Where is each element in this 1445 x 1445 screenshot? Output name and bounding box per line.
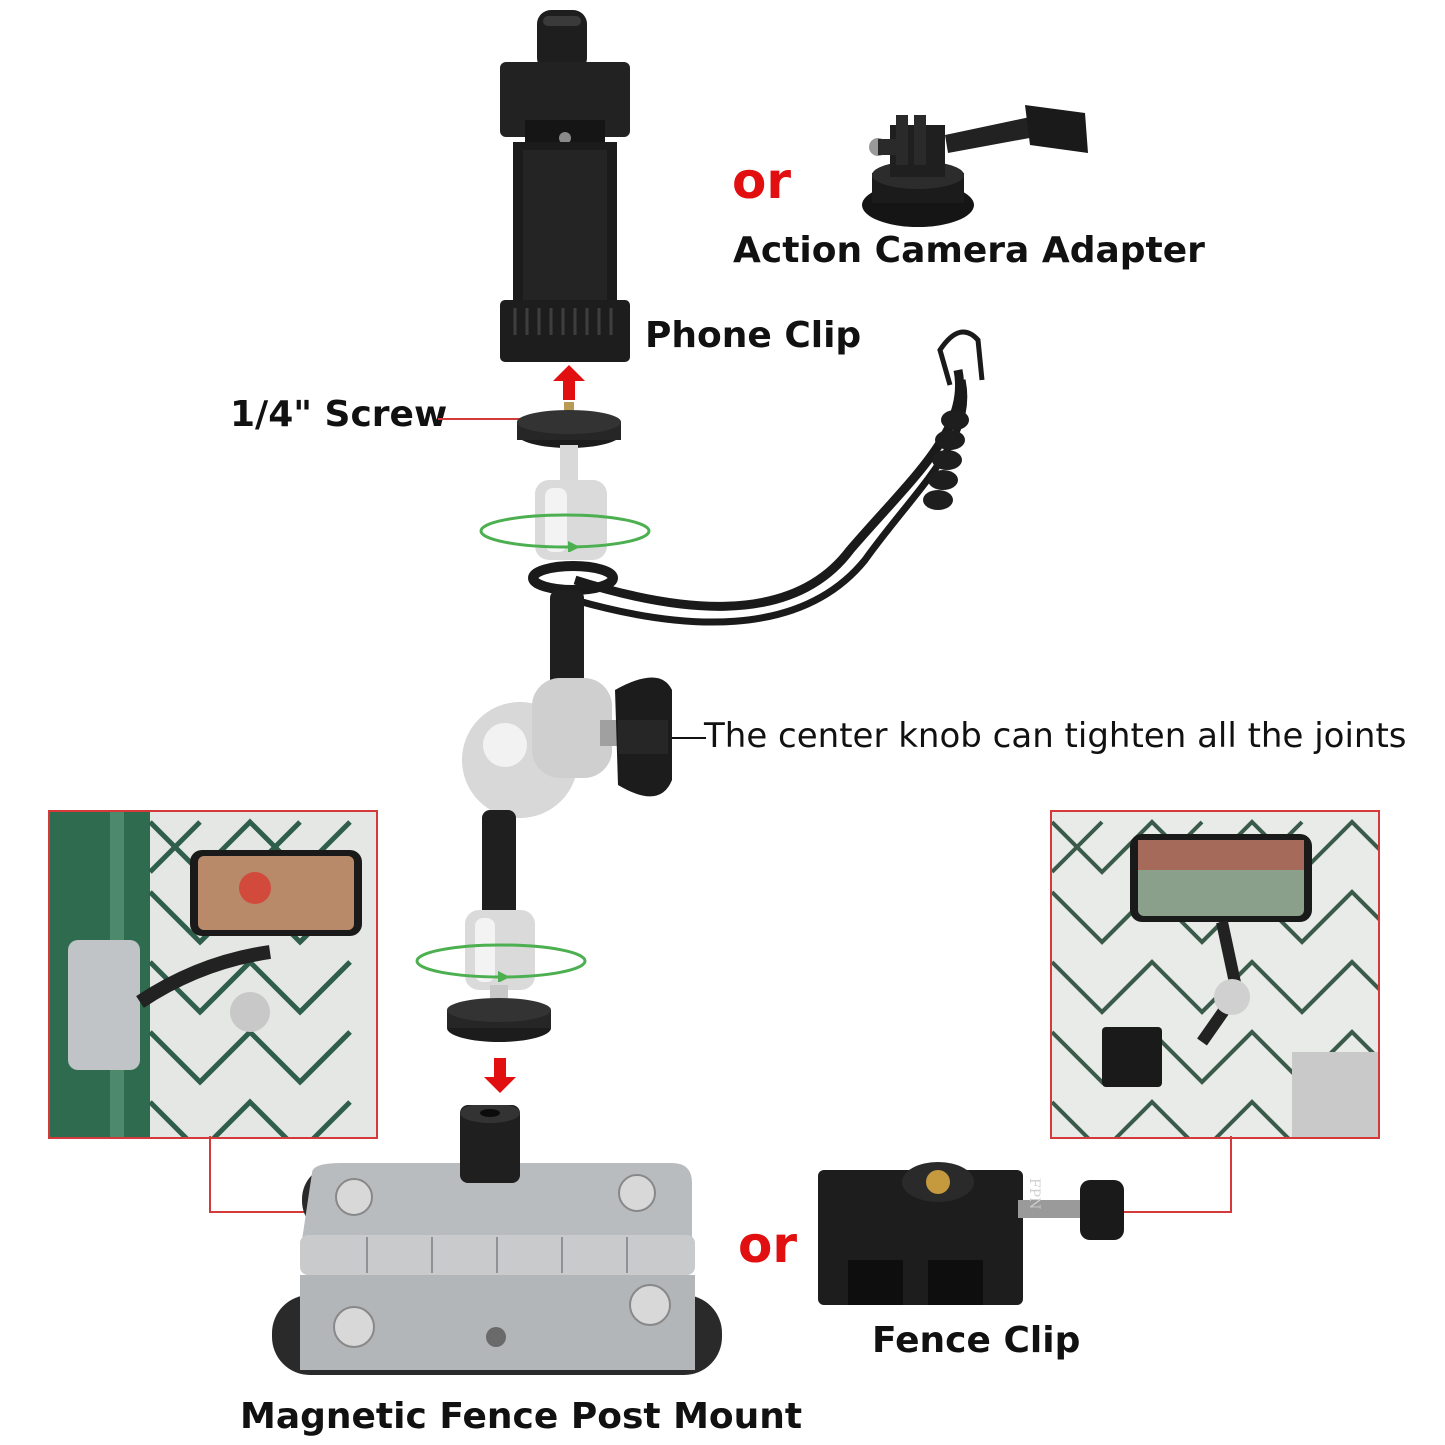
magnetic-mount-image xyxy=(272,1105,722,1385)
left-photo-leader xyxy=(209,1211,334,1213)
fence-clip-label: Fence Clip xyxy=(872,1320,1081,1361)
arrow-down-icon xyxy=(484,1058,516,1093)
or-label-bottom: or xyxy=(738,1216,798,1274)
phone-clip-image xyxy=(495,10,635,365)
screw-leader-line xyxy=(438,418,564,420)
phone-clip-label: Phone Clip xyxy=(645,315,862,356)
screw-label: 1/4" Screw xyxy=(230,394,448,435)
center-knob-label: The center knob can tighten all the join… xyxy=(704,716,1407,756)
center-knob-leader-line xyxy=(672,737,706,739)
fence-clip-usage-photo xyxy=(1050,810,1380,1139)
action-camera-adapter-image xyxy=(860,95,1095,230)
brand-mark: FPN xyxy=(1026,1178,1042,1210)
right-photo-leader xyxy=(1230,1136,1232,1212)
rotation-arrow-icon xyxy=(476,510,654,552)
magic-arm-image xyxy=(410,310,1030,1050)
magnetic-mount-usage-photo xyxy=(48,810,378,1139)
arrow-up-icon xyxy=(553,365,585,400)
magnetic-mount-label: Magnetic Fence Post Mount xyxy=(240,1396,803,1437)
left-photo-leader xyxy=(209,1136,211,1212)
fence-clip-image xyxy=(818,1160,1130,1308)
right-photo-leader xyxy=(1068,1211,1232,1213)
rotation-arrow-icon xyxy=(412,940,590,982)
action-camera-adapter-label: Action Camera Adapter xyxy=(733,230,1205,271)
or-label-top: or xyxy=(732,152,792,210)
